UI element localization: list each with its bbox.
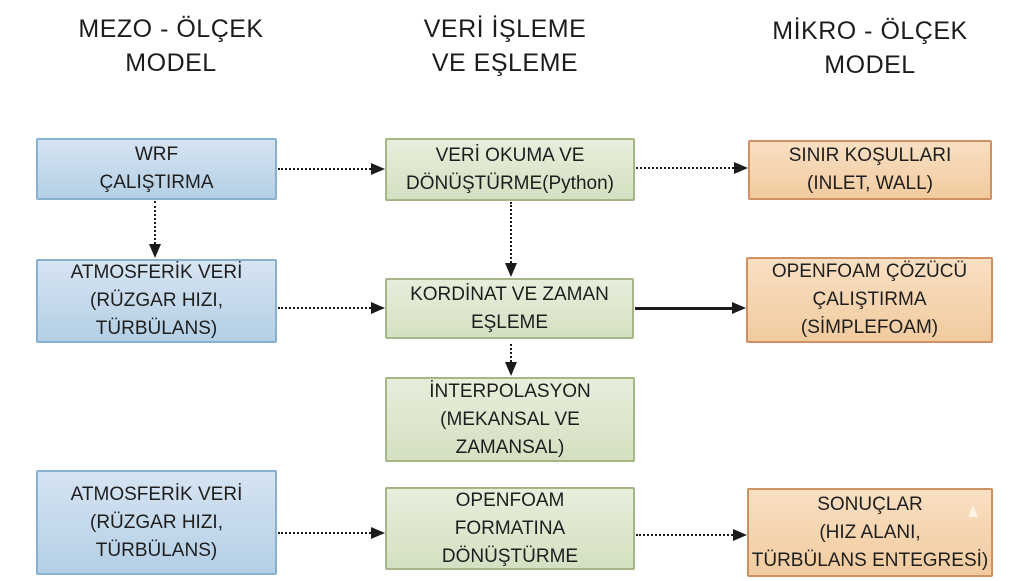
node-openfoam-cozucu-calistirma: OPENFOAM ÇÖZÜCÜ ÇALIŞTIRMA (SİMPLEFOAM) [746, 257, 993, 343]
node-line: (SİMPLEFOAM) [800, 317, 939, 338]
header-line: VERİ İŞLEME [423, 15, 587, 43]
node-line: ÇALIŞTIRMA [99, 172, 214, 193]
node-line: VERİ OKUMA VE [435, 144, 585, 166]
arrowhead-right-icon [732, 302, 746, 314]
header-line: MODEL [824, 51, 916, 79]
arrowhead-right-icon [371, 527, 385, 539]
node-line: FORMATINA [454, 517, 566, 539]
arrow-shaft [278, 532, 371, 534]
arrowhead-right-icon [371, 163, 385, 175]
arrow-shaft [154, 201, 156, 244]
arrow-shaft [510, 344, 512, 362]
node-line: ZAMANSAL) [455, 436, 565, 458]
node-interpolasyon: İNTERPOLASYON (MEKANSAL VE ZAMANSAL) [385, 377, 635, 462]
node-atmosferik-veri-1: ATMOSFERİK VERİ (RÜZGAR HIZI, TÜRBÜLANS) [36, 259, 277, 343]
column-header-mezo-olcek: MEZO - ÖLÇEK MODEL [31, 12, 311, 80]
arrowhead-right-icon [734, 162, 748, 174]
node-kordinat-zaman-esleme: KORDİNAT VE ZAMAN EŞLEME [385, 278, 634, 339]
node-line: KORDİNAT VE ZAMAN [410, 283, 609, 305]
node-line: TÜRBÜLANS) [95, 539, 218, 561]
arrow-atmosferik-1-to-kordinat [278, 302, 385, 314]
node-line: TÜRBÜLANS ENTEGRESİ) [751, 549, 989, 571]
header-line: VE EŞLEME [431, 49, 579, 77]
node-line: DÖNÜŞTÜRME(Python) [406, 172, 614, 194]
node-line: ATMOSFERİK VERİ [70, 262, 243, 283]
node-veri-okuma-donusturme: VERİ OKUMA VE DÖNÜŞTÜRME(Python) [385, 138, 635, 201]
header-line: MODEL [125, 49, 217, 77]
arrowhead-down-icon [505, 263, 517, 277]
arrowhead-down-icon [505, 362, 517, 376]
node-line: TÜRBÜLANS) [95, 318, 218, 339]
node-sonuclar: SONUÇLAR (HIZ ALANI, TÜRBÜLANS ENTEGRESİ… [747, 488, 993, 577]
node-line: DÖNÜŞTÜRME [441, 545, 579, 567]
node-line: ÇALIŞTIRMA [812, 289, 927, 310]
node-line: SINIR KOŞULLARI [788, 145, 952, 166]
column-header-veri-isleme: VERİ İŞLEME VE EŞLEME [365, 12, 645, 80]
arrow-shaft [510, 202, 512, 263]
arrow-veri-okuma-to-kordinat [505, 202, 517, 277]
node-line: (RÜZGAR HIZI, [90, 511, 223, 533]
cursor-artifact [968, 505, 978, 517]
column-header-mikro-olcek: MİKRO - ÖLÇEK MODEL [730, 14, 1010, 82]
header-line: MİKRO - ÖLÇEK [772, 17, 968, 45]
arrow-kordinat-to-interpolasyon [505, 344, 517, 376]
arrowhead-right-icon [733, 529, 747, 541]
arrow-shaft [636, 167, 734, 169]
node-line: OPENFOAM [455, 489, 565, 511]
arrow-shaft [278, 307, 371, 309]
arrow-shaft [635, 306, 732, 310]
arrow-atmosferik-2-to-openfoam-formatina [278, 527, 385, 539]
node-line: WRF [134, 144, 179, 165]
node-sinir-kosullari: SINIR KOŞULLARI (INLET, WALL) [748, 140, 992, 200]
node-openfoam-formatina-donusturme: OPENFOAM FORMATINA DÖNÜŞTÜRME [385, 487, 635, 570]
arrow-wrf-to-veri-okuma [278, 163, 385, 175]
node-line: SONUÇLAR [817, 493, 923, 515]
arrowhead-down-icon [149, 244, 161, 258]
arrow-shaft [636, 534, 733, 536]
node-wrf-calistirma: WRF ÇALIŞTIRMA [36, 138, 277, 200]
arrow-kordinat-to-openfoam-cozucu [635, 302, 746, 314]
node-line: EŞLEME [470, 311, 549, 333]
node-line: (MEKANSAL VE [440, 408, 580, 430]
node-line: (RÜZGAR HIZI, [90, 290, 223, 311]
arrow-shaft [278, 168, 371, 170]
node-line: ATMOSFERİK VERİ [70, 483, 243, 505]
node-line: İNTERPOLASYON [429, 380, 591, 402]
header-line: MEZO - ÖLÇEK [78, 15, 264, 43]
arrowhead-right-icon [371, 302, 385, 314]
arrow-openfoam-formatina-to-sonuclar [636, 529, 747, 541]
arrow-wrf-to-atmosferik-1 [149, 201, 161, 258]
node-line: OPENFOAM ÇÖZÜCÜ [771, 261, 968, 282]
node-atmosferik-veri-2: ATMOSFERİK VERİ (RÜZGAR HIZI, TÜRBÜLANS) [36, 470, 277, 575]
arrow-veri-okuma-to-sinir-kosullari [636, 162, 748, 174]
node-line: (HIZ ALANI, [819, 521, 921, 543]
node-line: (INLET, WALL) [807, 173, 933, 194]
